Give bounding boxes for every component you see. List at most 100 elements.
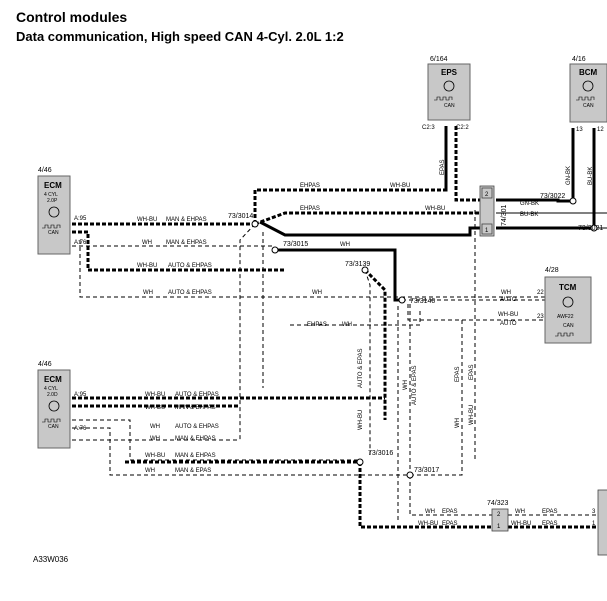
module-bcm: 4/16 BCM CAN 13 12: [569, 56, 607, 133]
splice-label-3017: 73/3017: [414, 467, 439, 474]
label-ehpas: EHPAS: [307, 322, 327, 328]
module-ecm2-pin-top: A:95: [74, 392, 87, 398]
splice-73-3017: [406, 471, 414, 479]
label-man-ehpas: MAN & EHPAS: [175, 405, 216, 411]
label-epas: EPAS: [440, 159, 446, 175]
wire-3014-eps-top: [253, 126, 448, 224]
connector-74-301: 2 1 74/301: [479, 185, 508, 237]
label-wh-bu: WH-BU: [145, 405, 165, 411]
label-wh: WH: [145, 468, 155, 474]
wire-3016-74323: [358, 462, 492, 529]
label-wh: WH: [342, 322, 352, 328]
label-bu-bk: BU-BK: [520, 212, 538, 218]
module-eps-name: EPS: [441, 68, 458, 77]
label-gn-bk: GN-BK: [566, 166, 572, 185]
label-wh-bu: WH-BU: [418, 521, 438, 527]
label-wh-bu: WH-BU: [145, 392, 165, 398]
module-ecm2-pin-bottom: A:76: [74, 426, 87, 432]
label-auto-ehpas: AUTO & EHPAS: [175, 392, 219, 398]
wire-3140-ehpas: [290, 310, 421, 326]
module-ecm1-icon: [48, 206, 60, 218]
module-eps-pin-left: C2:3: [422, 125, 435, 131]
label-man-ehpas: MAN & EHPAS: [175, 436, 216, 442]
label-wh: WH: [143, 290, 153, 296]
splice-label-3022: 73/3022: [540, 193, 565, 200]
connector-74-301-pin1: 1: [485, 228, 489, 234]
module-ecm1-line1: 4 CYL: [44, 192, 58, 198]
module-ecm-2-0p: 4/46 ECM 4 CYL 2.0P CAN A:95 A:76: [37, 167, 87, 255]
wire-epas-vert-1: [410, 320, 463, 476]
label-epas: EPAS: [542, 521, 558, 527]
splice-label-3016: 73/3016: [368, 450, 393, 457]
module-bcm-ref: 4/16: [572, 56, 586, 63]
splice-73-3015: [271, 246, 279, 254]
module-ecm2-name: ECM: [44, 375, 62, 384]
label-epas: EPAS: [455, 366, 461, 382]
splice-label-3021: 73/3021: [578, 225, 603, 232]
connector-74-323: 2 1 74/323: [487, 500, 509, 532]
label-man-ehpas: MAN & EHPAS: [166, 240, 207, 246]
module-ecm1-pin-bottom: A:76: [74, 240, 87, 246]
module-ecm2-can: CAN: [48, 424, 59, 430]
module-ecm1-line2: 2.0P: [47, 198, 58, 204]
wire-3014-right-1: [254, 211, 480, 226]
wire-eps-c22: [454, 126, 480, 202]
splice-label-3014: 73/3014: [228, 213, 253, 220]
label-wh-bu: WH-BU: [137, 217, 157, 223]
module-ecm2-line1: 4 CYL: [44, 386, 58, 392]
label-man-ehpas: MAN & EHPAS: [175, 453, 216, 459]
label-auto-epas: AUTO & EPAS: [358, 349, 364, 388]
module-eps: 6/164 EPS CAN C2:3 C2:2: [422, 56, 471, 131]
diagram-code: A33W036: [33, 555, 69, 564]
connector-right-edge: 3 1: [592, 489, 607, 556]
wire-ecm2-wh-2: [72, 427, 410, 476]
label-wh-bu: WH-BU: [511, 521, 531, 527]
module-ecm-2-0d: 4/46 ECM 4 CYL 2.0D CAN A:95 A:76: [37, 361, 87, 449]
label-man-ehpas: MAN & EHPAS: [166, 217, 207, 223]
label-auto-epas: AUTO & EPAS: [412, 366, 418, 405]
wire-3015-3139: [275, 248, 402, 302]
label-ehpas: EHPAS: [300, 183, 320, 189]
module-tcm-can: CAN: [563, 323, 574, 329]
label-wh-bu: WH-BU: [498, 312, 518, 318]
wire-3139-down2: [364, 269, 371, 455]
splice-73-3140: [398, 296, 406, 304]
label-epas: EPAS: [442, 521, 458, 527]
label-wh-bu: WH-BU: [469, 405, 475, 425]
splice-73-3014: [251, 220, 259, 228]
label-wh: WH: [150, 424, 160, 430]
label-auto-ehpas: AUTO & EHPAS: [175, 424, 219, 430]
label-wh: WH: [150, 436, 160, 442]
label-ehpas: EHPAS: [300, 206, 320, 212]
connector-right-pin1: 1: [592, 521, 596, 527]
module-eps-pin-right: C2:2: [456, 125, 469, 131]
label-wh-bu: WH-BU: [145, 453, 165, 459]
module-ecm2-icon: [48, 400, 60, 412]
wire-bcm-13: [496, 128, 575, 203]
module-tcm-name: TCM: [559, 283, 577, 292]
splice-73-3139: [361, 266, 369, 274]
label-epas: EPAS: [442, 509, 458, 515]
connector-right-pin3: 3: [592, 509, 596, 515]
label-wh-bu: WH-BU: [137, 263, 157, 269]
connector-74-323-ref: 74/323: [487, 500, 509, 507]
wire-3014-3139: [259, 220, 482, 237]
module-eps-icon: [443, 80, 455, 92]
page-title: Control modules: [16, 9, 128, 25]
label-wh: WH: [403, 380, 409, 390]
label-gn-bk: GN-BK: [520, 201, 539, 207]
label-wh: WH: [425, 509, 435, 515]
label-auto: AUTO: [500, 321, 517, 327]
wire-3014-down: [239, 223, 256, 440]
wire-3139-down: [363, 268, 387, 420]
module-tcm-pin-bottom: 23: [537, 314, 544, 320]
module-ecm2-line2: 2.0D: [47, 392, 58, 398]
module-bcm-icon: [582, 80, 594, 92]
wire-3017-74323: [409, 475, 492, 516]
module-ecm1-name: ECM: [44, 181, 62, 190]
label-wh-bu: WH-BU: [425, 206, 445, 212]
splice-73-3021: [590, 224, 598, 232]
label-wh-bu: WH-BU: [358, 410, 364, 430]
module-tcm-ref: 4/28: [545, 267, 559, 274]
